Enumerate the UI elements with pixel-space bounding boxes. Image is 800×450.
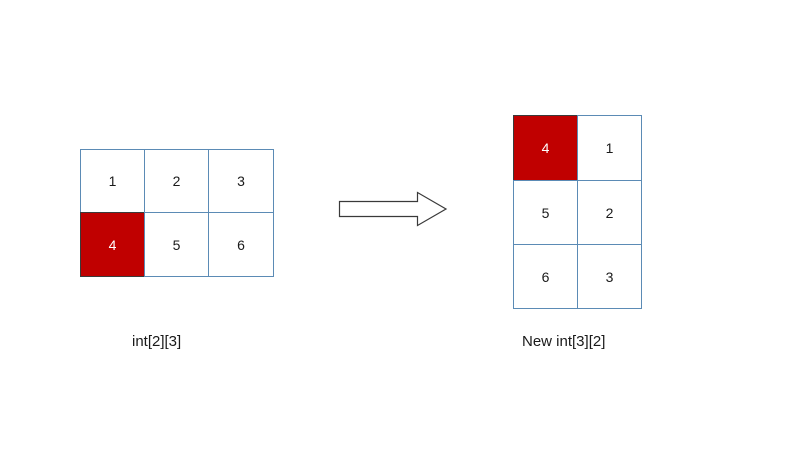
source-matrix-label: int[2][3] (132, 333, 182, 350)
source-cell-0-2: 3 (208, 149, 274, 213)
target-cell-0-0: 4 (513, 115, 578, 181)
target-matrix: 4 1 5 2 6 3 (513, 115, 642, 309)
target-matrix-label: New int[3][2] (522, 333, 606, 350)
target-cell-2-0: 6 (513, 244, 578, 309)
target-cell-1-0: 5 (513, 180, 578, 245)
target-cell-1-1: 2 (577, 180, 642, 245)
source-cell-0-0: 1 (80, 149, 145, 213)
source-cell-1-1: 5 (144, 212, 209, 277)
source-matrix: 1 2 3 4 5 6 (80, 149, 274, 277)
source-cell-1-0: 4 (80, 212, 145, 277)
source-cell-1-2: 6 (208, 212, 274, 277)
source-cell-0-1: 2 (144, 149, 209, 213)
right-arrow-icon (338, 191, 448, 227)
target-cell-0-1: 1 (577, 115, 642, 181)
target-cell-2-1: 3 (577, 244, 642, 309)
